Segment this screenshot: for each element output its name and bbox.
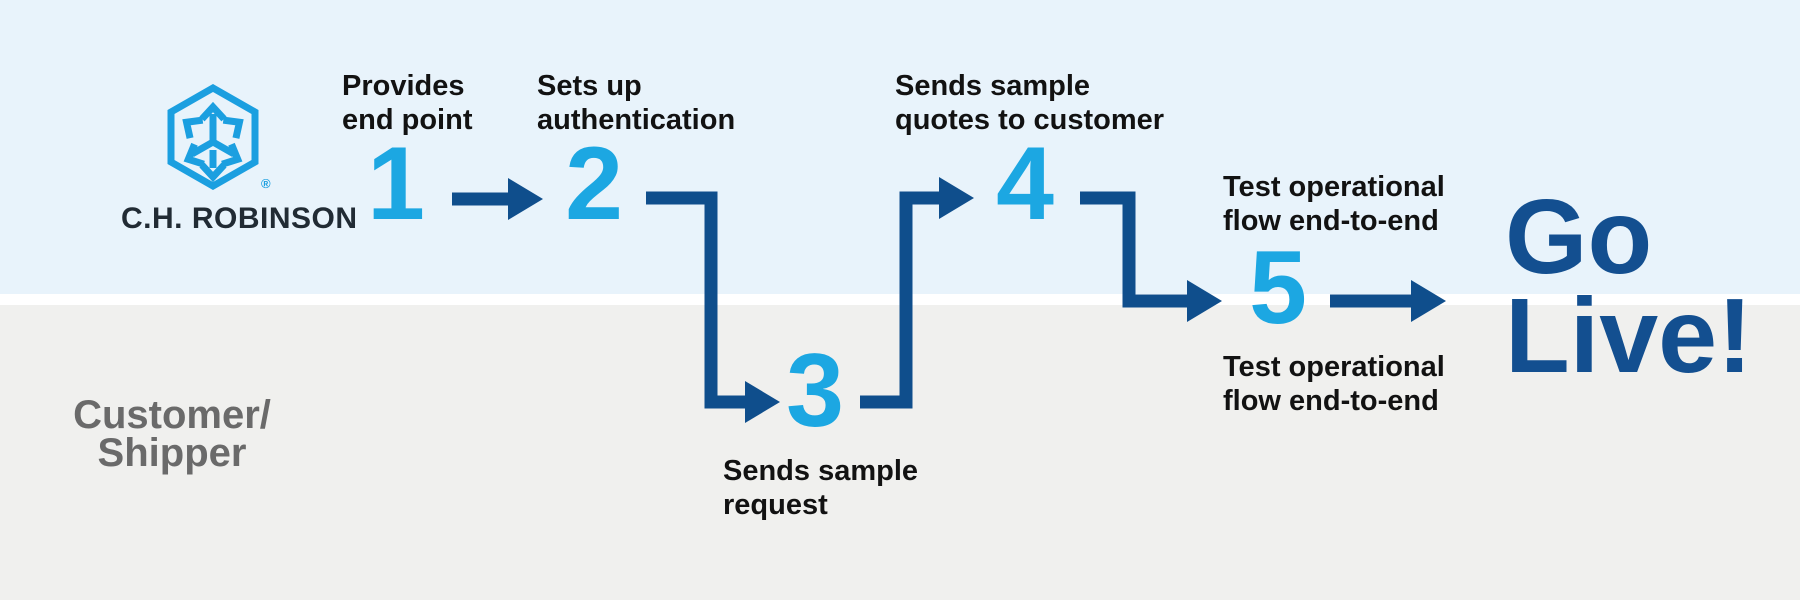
step-5-number: 5 — [1249, 230, 1307, 346]
step-5-label-bottom-line1: Test operational — [1223, 351, 1445, 383]
step-3-label: Sends sample request — [723, 455, 918, 522]
step-4-label-line1: Sends sample — [895, 70, 1091, 102]
chr-wordmark: C.H. ROBINSON — [121, 202, 358, 235]
step-2-number: 2 — [565, 126, 623, 242]
step-5-label-top: Test operational flow end-to-end — [1223, 171, 1445, 238]
step-5-label-top-line1: Test operational — [1223, 171, 1445, 203]
step-4-label: Sends sample quotes to customer — [895, 70, 1164, 137]
step-3-label-line1: Sends sample — [723, 455, 919, 487]
step-4-number: 4 — [996, 126, 1054, 242]
step-1-label: Provides end point — [342, 70, 472, 137]
step-1-number: 1 — [367, 126, 425, 242]
step-2-label: Sets up authentication — [537, 70, 735, 137]
customer-shipper-label: Customer/ Shipper — [22, 393, 322, 475]
step-2-label-line1: Sets up — [537, 70, 642, 102]
customer-shipper-line2: Shipper — [97, 431, 247, 475]
go-live-line2: Live! — [1505, 276, 1753, 395]
go-live-line1: Go — [1505, 178, 1653, 296]
step-5-label-top-line2: flow end-to-end — [1223, 204, 1439, 237]
step-5-label-bottom-line2: flow end-to-end — [1223, 384, 1439, 417]
step-3-label-line2: request — [723, 488, 828, 521]
step-3-number: 3 — [786, 333, 844, 449]
step-1-label-line1: Provides — [342, 70, 465, 102]
go-live-text: Go Live! — [1505, 178, 1753, 395]
registered-trademark-icon: ® — [261, 176, 271, 191]
step-5-label-bottom: Test operational flow end-to-end — [1223, 351, 1445, 418]
step-1-label-line2: end point — [342, 103, 473, 136]
step-2-label-line2: authentication — [537, 103, 736, 136]
step-4-label-line2: quotes to customer — [895, 103, 1165, 136]
chr-logo-icon — [167, 84, 259, 190]
customer-shipper-line1: Customer/ — [73, 393, 271, 437]
